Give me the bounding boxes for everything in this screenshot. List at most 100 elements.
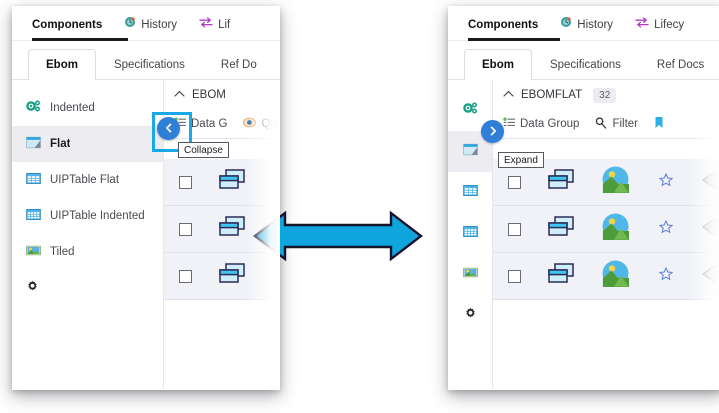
tab-components[interactable]: Components	[468, 6, 538, 44]
subtab-specifications[interactable]: Specifications	[96, 49, 203, 80]
top-tab-rule	[12, 40, 280, 41]
cad-model-icon	[701, 262, 719, 291]
right-section-header[interactable]: EBOMFLAT 32	[493, 80, 719, 110]
rail-item-indented[interactable]	[448, 90, 492, 131]
stacked-windows-icon-cell[interactable]	[535, 263, 587, 289]
rail-item-uiptable-flat[interactable]	[448, 172, 492, 213]
collapse-button[interactable]	[157, 117, 180, 140]
star-icon[interactable]	[658, 266, 674, 286]
sidebar-item-indented-label: Indented	[50, 102, 95, 114]
right-panel-body: EBOMFLAT 32 Data Group	[448, 80, 719, 389]
subtab-specifications[interactable]: Specifications	[532, 49, 639, 80]
stacked-windows-icon	[219, 216, 245, 242]
row-checkbox-cell[interactable]	[164, 269, 206, 283]
stacked-windows-icon-cell[interactable]	[206, 216, 258, 242]
thumbnail-cell[interactable]	[587, 213, 643, 245]
rail-item-tiled[interactable]	[448, 254, 492, 295]
table-row[interactable]	[493, 159, 719, 206]
favorite-cell[interactable]	[643, 266, 689, 286]
tab-history[interactable]: History	[124, 6, 177, 44]
row-checkbox[interactable]	[178, 222, 192, 236]
stacked-windows-icon-cell[interactable]	[535, 169, 587, 195]
stacked-windows-icon-cell[interactable]	[535, 216, 587, 242]
right-sub-tab-strip: Ebom Specifications Ref Docs	[448, 44, 719, 80]
tab-history[interactable]: History	[560, 6, 613, 44]
chevron-right-icon	[488, 123, 498, 141]
row-checkbox[interactable]	[178, 269, 192, 283]
row-checkbox-cell[interactable]	[493, 269, 535, 283]
flat-view-icon	[26, 136, 41, 152]
subtab-ref-docs[interactable]: Ref Docs	[639, 49, 719, 80]
left-section-header[interactable]: EBOM	[164, 80, 280, 110]
uiptable-flat-icon	[462, 184, 478, 202]
row-checkbox-cell[interactable]	[493, 222, 535, 236]
tab-lifecycle[interactable]: Lifecy	[635, 6, 684, 44]
data-group-label: Data G	[191, 118, 228, 130]
tab-lifecycle[interactable]: Lif	[199, 6, 230, 44]
filter-button[interactable]: Filter	[595, 116, 639, 132]
lifecycle-icon	[635, 6, 649, 44]
subtab-ebom-label: Ebom	[46, 59, 78, 71]
row-checkbox-cell[interactable]	[493, 175, 535, 189]
tiled-icon	[26, 244, 41, 260]
sidebar-item-settings[interactable]	[12, 270, 163, 306]
row-checkbox[interactable]	[507, 222, 521, 236]
subtab-ebom[interactable]: Ebom	[28, 49, 96, 80]
quick-view-button[interactable]: Quick V	[243, 117, 280, 131]
sidebar-item-uiptable-indented[interactable]: UIPTable Indented	[12, 198, 163, 234]
cad-model-icon	[701, 215, 719, 244]
expand-button[interactable]	[481, 120, 504, 143]
cad-preview-cell[interactable]	[689, 262, 719, 291]
tab-lifecycle-label: Lifecy	[654, 19, 685, 31]
expand-tooltip: Expand	[498, 152, 544, 168]
rail-item-settings[interactable]	[448, 295, 492, 336]
filter-label: Filter	[612, 118, 639, 130]
stacked-windows-icon	[219, 263, 245, 289]
image-thumbnail-icon	[602, 166, 629, 198]
bookmark-icon	[654, 116, 664, 132]
left-section-title: EBOM	[192, 89, 226, 101]
stacked-windows-icon-cell[interactable]	[206, 169, 258, 195]
subtab-specifications-label: Specifications	[113, 59, 185, 71]
cad-preview-cell[interactable]	[689, 215, 719, 244]
row-checkbox-cell[interactable]	[164, 175, 206, 189]
sidebar-item-indented[interactable]: Indented	[12, 90, 163, 126]
stacked-windows-icon-cell[interactable]	[206, 263, 258, 289]
rail-item-uiptable-indented[interactable]	[448, 213, 492, 254]
row-checkbox-cell[interactable]	[164, 222, 206, 236]
favorite-cell[interactable]	[643, 172, 689, 192]
stacked-windows-icon	[548, 263, 574, 289]
thumbnail-cell[interactable]	[587, 260, 643, 292]
row-checkbox[interactable]	[178, 175, 192, 189]
favorite-cell[interactable]	[643, 219, 689, 239]
tab-components[interactable]: Components	[32, 6, 102, 44]
data-group-button[interactable]: Data Group	[503, 117, 579, 131]
collapse-tooltip-label: Collapse	[184, 144, 223, 156]
left-panel-expanded: Components History	[12, 6, 280, 390]
right-section-title: EBOMFLAT	[521, 89, 583, 101]
subtab-ref-docs-label: Ref Docs	[656, 59, 705, 71]
indented-gears-icon	[462, 102, 478, 120]
sidebar-item-tiled[interactable]: Tiled	[12, 234, 163, 270]
table-row[interactable]	[164, 159, 280, 206]
sidebar-item-flat[interactable]: Flat	[12, 126, 163, 162]
table-row[interactable]	[493, 253, 719, 300]
table-row[interactable]	[493, 206, 719, 253]
row-checkbox[interactable]	[507, 269, 521, 283]
left-top-tab-strip: Components History	[12, 6, 280, 44]
subtab-ref-docs[interactable]: Ref Do	[203, 49, 275, 80]
quick-view-icon	[243, 117, 257, 131]
toolbar-accent-action[interactable]	[654, 116, 664, 132]
uiptable-indented-icon	[462, 225, 478, 243]
subtab-ebom[interactable]: Ebom	[464, 49, 532, 80]
star-icon[interactable]	[658, 172, 674, 192]
star-icon[interactable]	[658, 219, 674, 239]
right-panel-collapsed: Components History	[448, 6, 719, 390]
collapse-tooltip: Collapse	[178, 142, 229, 158]
cad-preview-cell[interactable]	[689, 168, 719, 197]
sidebar-item-uiptable-flat[interactable]: UIPTable Flat	[12, 162, 163, 198]
row-checkbox[interactable]	[507, 175, 521, 189]
thumbnail-cell[interactable]	[587, 166, 643, 198]
right-content-area: EBOMFLAT 32 Data Group	[493, 80, 719, 389]
